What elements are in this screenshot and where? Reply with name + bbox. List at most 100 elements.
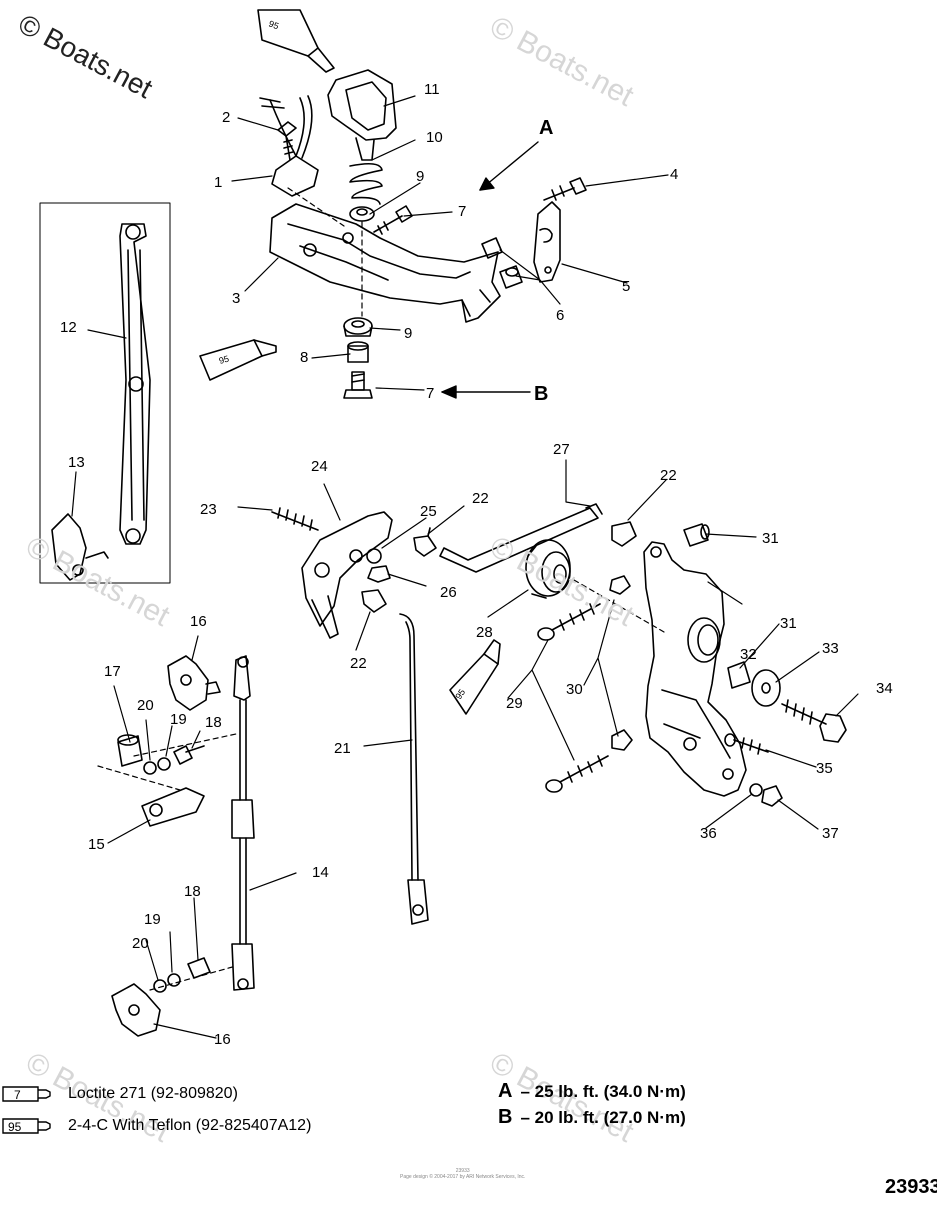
leader-lines <box>71 95 859 1039</box>
legend-text-grease: 2-4-C With Teflon (92-825407A12) <box>68 1117 312 1134</box>
callout-number: 33 <box>822 640 839 657</box>
callout-number: 5 <box>622 278 630 295</box>
part-34-bolt <box>781 699 847 743</box>
legend-row-loctite: 7 Loctite 271 (92-809820) <box>0 1082 320 1108</box>
washers-upper <box>143 745 205 775</box>
callout-number: 28 <box>476 624 493 641</box>
callout-number: 9 <box>416 168 424 185</box>
callout-number: 25 <box>420 503 437 520</box>
callout-number: 30 <box>566 681 583 698</box>
part-7-bolt-lower <box>343 371 373 399</box>
torque-key-a: A <box>498 1080 513 1102</box>
legend-text-loctite: Loctite 271 (92-809820) <box>68 1085 238 1102</box>
inset-frame <box>39 202 171 584</box>
callout-number: 11 <box>424 81 440 98</box>
ref-arrow-a <box>479 141 539 191</box>
grease-tube-center <box>449 639 501 715</box>
callout-number: 18 <box>184 883 201 900</box>
callout-number: 24 <box>311 458 328 475</box>
callout-number: 3 <box>232 290 240 307</box>
part-21-rod <box>399 613 429 925</box>
callout-number: 29 <box>506 695 523 712</box>
callout-number: 1 <box>214 174 222 191</box>
svg-text:95: 95 <box>8 1120 22 1134</box>
part-22-clip-b <box>361 589 387 613</box>
callout-number: 19 <box>144 911 161 928</box>
part-12-link-rod <box>119 223 151 545</box>
dashed-guide-5 <box>149 965 237 991</box>
part-31-bushing-upper <box>683 523 710 547</box>
part-35-screw <box>724 733 769 755</box>
torque-key-b: B <box>498 1106 513 1128</box>
part-5-bracket <box>533 201 561 283</box>
callout-number: 2 <box>222 109 230 126</box>
callout-number: 34 <box>876 680 893 697</box>
callout-number: 17 <box>104 663 121 680</box>
callout-number: 15 <box>88 836 105 853</box>
callout-number: 20 <box>137 697 154 714</box>
callout-number: 18 <box>205 714 222 731</box>
part-13-clip <box>51 513 109 581</box>
part-17-spacer <box>117 734 143 767</box>
callout-number: 20 <box>132 935 149 952</box>
ref-label-b: B <box>534 383 548 405</box>
callout-number: 27 <box>553 441 570 458</box>
part-29-screw-lower <box>545 755 609 793</box>
figure-number: 23933 <box>885 1176 937 1198</box>
washers-lower <box>153 957 211 993</box>
part-32-bracket <box>643 541 747 797</box>
callout-number: 31 <box>780 615 797 632</box>
dashed-guide-1 <box>287 187 345 227</box>
callout-number: 13 <box>68 454 85 471</box>
part-9-bushing-lower <box>343 317 373 337</box>
part-8-spacer <box>347 341 369 363</box>
callout-number: 32 <box>740 646 757 663</box>
part-29-screw-upper <box>537 603 601 641</box>
part-6-bushings <box>481 237 523 289</box>
part-16-clip-lower <box>111 983 161 1037</box>
part-28-cam <box>525 539 571 599</box>
fineprint-code: 23933 <box>455 1168 470 1174</box>
part-4-bolt <box>543 177 587 201</box>
part-36-washer <box>749 783 763 797</box>
callout-number: 14 <box>312 864 329 881</box>
tube-7-icon: 7 <box>2 1086 51 1102</box>
fineprint-copyright: Page design © 2004-2017 by ARI Network S… <box>400 1174 526 1180</box>
svg-text:7: 7 <box>14 1088 21 1102</box>
torque-value-b: – 20 lb. ft. (27.0 N·m) <box>520 1108 686 1127</box>
callout-number: 16 <box>214 1031 231 1048</box>
callout-number: 19 <box>170 711 187 728</box>
callout-number: 12 <box>60 319 77 336</box>
callout-number: 8 <box>300 349 308 366</box>
part-1-switch <box>259 95 319 197</box>
part-25-26-nut <box>366 548 391 583</box>
tube-label-top: 95 <box>267 18 280 31</box>
part-3-arm <box>269 203 501 323</box>
part-27-rod <box>439 503 603 573</box>
part-14-rod <box>231 655 255 991</box>
ref-arrow-b <box>441 385 531 399</box>
part-22-clip-a <box>413 527 437 557</box>
tube-label-left: 95 <box>218 354 230 366</box>
part-37-nut <box>761 785 783 807</box>
torque-spec-b: B – 20 lb. ft. (27.0 N·m) <box>498 1106 686 1129</box>
grease-tube-top <box>257 9 335 73</box>
callout-number: 36 <box>700 825 717 842</box>
callout-number: 6 <box>556 307 564 324</box>
part-30-nut-upper <box>609 575 631 595</box>
callout-number: 35 <box>816 760 833 777</box>
callout-number: 7 <box>426 385 434 402</box>
part-15-lever <box>141 787 205 827</box>
callout-number: 4 <box>670 166 678 183</box>
callout-number: 9 <box>404 325 412 342</box>
part-30-nut-lower <box>611 729 633 751</box>
part-33-washer <box>751 669 781 707</box>
callout-number: 26 <box>440 584 457 601</box>
torque-spec-a: A – 25 lb. ft. (34.0 N·m) <box>498 1080 686 1103</box>
callout-number: 21 <box>334 740 351 757</box>
fineprint: 23933 Page design © 2004-2017 by ARI Net… <box>400 1168 525 1180</box>
part-22-clip-c <box>611 521 637 547</box>
torque-value-a: – 25 lb. ft. (34.0 N·m) <box>520 1082 686 1101</box>
